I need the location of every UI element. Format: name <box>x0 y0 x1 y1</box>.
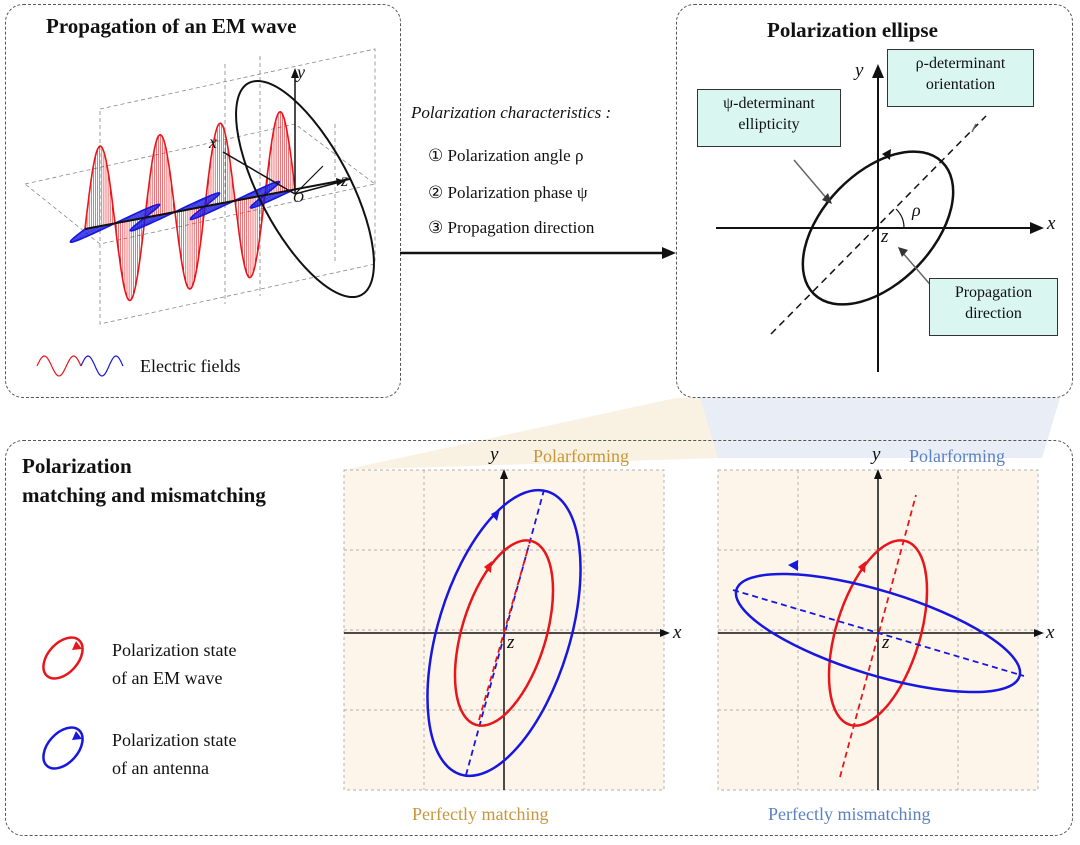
em-axis-x: x <box>209 132 217 152</box>
polarization-ellipse-3d <box>235 79 375 299</box>
characteristics-heading: Polarization characteristics : <box>411 103 612 122</box>
flow-arrow <box>400 247 676 259</box>
psi-box-line2: ellipticity <box>738 116 800 133</box>
em-axis-z: z <box>341 170 349 190</box>
propagation-direction-box: Propagation direction <box>929 278 1058 336</box>
psi-box-line1: ψ-determinant <box>723 95 815 112</box>
rho-determinant-box: ρ-determinant orientation <box>887 49 1034 107</box>
right-polarforming-tag: Polarforming <box>909 446 1005 466</box>
right-axis-z: z <box>882 632 890 653</box>
ellipse-axis-z: z <box>881 226 889 247</box>
matching-panel <box>5 440 1073 836</box>
em-wave-title: Propagation of an EM wave <box>46 14 297 38</box>
left-axis-z: z <box>507 632 515 653</box>
ellipse-title: Polarization ellipse <box>767 18 938 42</box>
prop-box-line1: Propagation <box>954 284 1033 301</box>
right-axis-x: x <box>1046 622 1055 643</box>
rho-box-line1: ρ-determinant <box>915 55 1006 72</box>
rho-box-line2: orientation <box>925 76 996 93</box>
em-wave-panel <box>5 4 401 398</box>
prop-box-line2: direction <box>965 305 1022 322</box>
legend-antenna-icon <box>42 726 84 770</box>
legend-antenna-line2: of an antenna <box>112 758 209 778</box>
matching-plot <box>343 469 670 791</box>
polarization-ellipse-diagram <box>716 64 1044 372</box>
mismatching-plot <box>717 469 1044 791</box>
ellipse-axis-x: x <box>1047 213 1056 234</box>
left-axis-x: x <box>673 622 682 643</box>
left-axis-y: y <box>490 444 499 465</box>
right-caption: Perfectly mismatching <box>768 804 931 824</box>
psi-determinant-box: ψ-determinant ellipticity <box>697 89 841 147</box>
left-polarforming-tag: Polarforming <box>533 446 629 466</box>
electric-fields-legend-icon <box>36 355 124 377</box>
propagation-axis <box>84 178 351 230</box>
legend-wave-line1: Polarization state <box>112 640 237 660</box>
matching-title-line1: Polarization <box>22 454 132 478</box>
legend-wave-icon <box>42 636 84 680</box>
right-axis-y: y <box>872 444 881 465</box>
ellipse-axis-y: y <box>855 60 864 81</box>
em-wave-illustration <box>24 48 376 377</box>
characteristic-item: ① Polarization angle ρ <box>428 146 584 165</box>
legend-antenna-line1: Polarization state <box>112 730 237 750</box>
characteristic-item: ② Polarization phase ψ <box>428 183 588 202</box>
matching-title-line2: matching and mismatching <box>22 483 266 507</box>
polarization-ellipse-panel <box>676 4 1073 398</box>
polarization-ellipse <box>801 150 955 306</box>
legend-wave-line2: of an EM wave <box>112 668 223 688</box>
ellipse-angle-rho: ρ <box>912 200 921 220</box>
left-caption: Perfectly matching <box>412 804 549 824</box>
em-axis-y: y <box>297 62 305 82</box>
em-origin: O <box>293 190 304 206</box>
em-legend-label: Electric fields <box>140 356 241 376</box>
characteristic-item: ③ Propagation direction <box>428 218 595 237</box>
characteristics-heading-text: Polarization characteristics <box>411 103 602 122</box>
